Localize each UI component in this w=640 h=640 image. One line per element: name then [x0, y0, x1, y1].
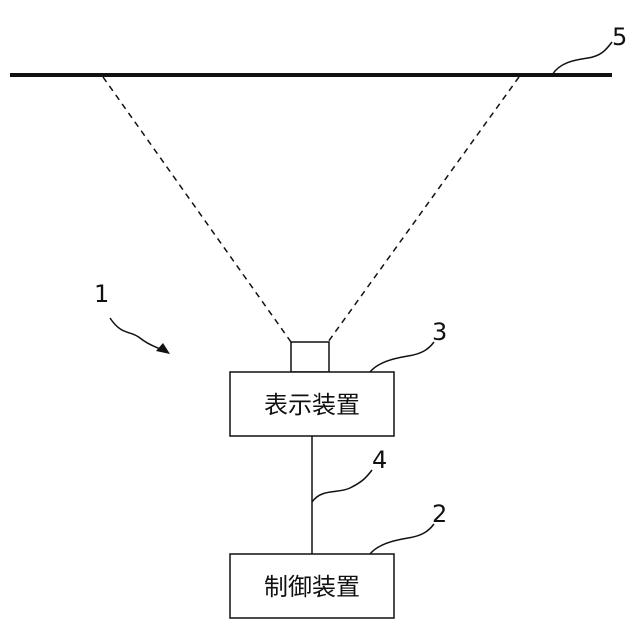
display-device-ref-number: 3 — [432, 318, 447, 346]
control-device-ref-number: 2 — [432, 500, 447, 528]
display-device-leader-line — [370, 342, 434, 372]
screen-leader-line — [552, 42, 612, 75]
connection-ref-number: 4 — [372, 446, 387, 474]
system-ref-number: 1 — [94, 280, 109, 308]
display-device-label: 表示装置 — [264, 391, 360, 419]
control-device-leader-line — [370, 524, 434, 554]
projection-line-right — [328, 77, 519, 342]
projector-lens — [291, 342, 329, 372]
system-leader-arrow — [110, 318, 162, 350]
screen-ref-number: 5 — [612, 23, 627, 51]
connection-leader-line — [312, 470, 372, 502]
control-device-label: 制御装置 — [264, 573, 360, 601]
projection-line-left — [103, 77, 291, 342]
